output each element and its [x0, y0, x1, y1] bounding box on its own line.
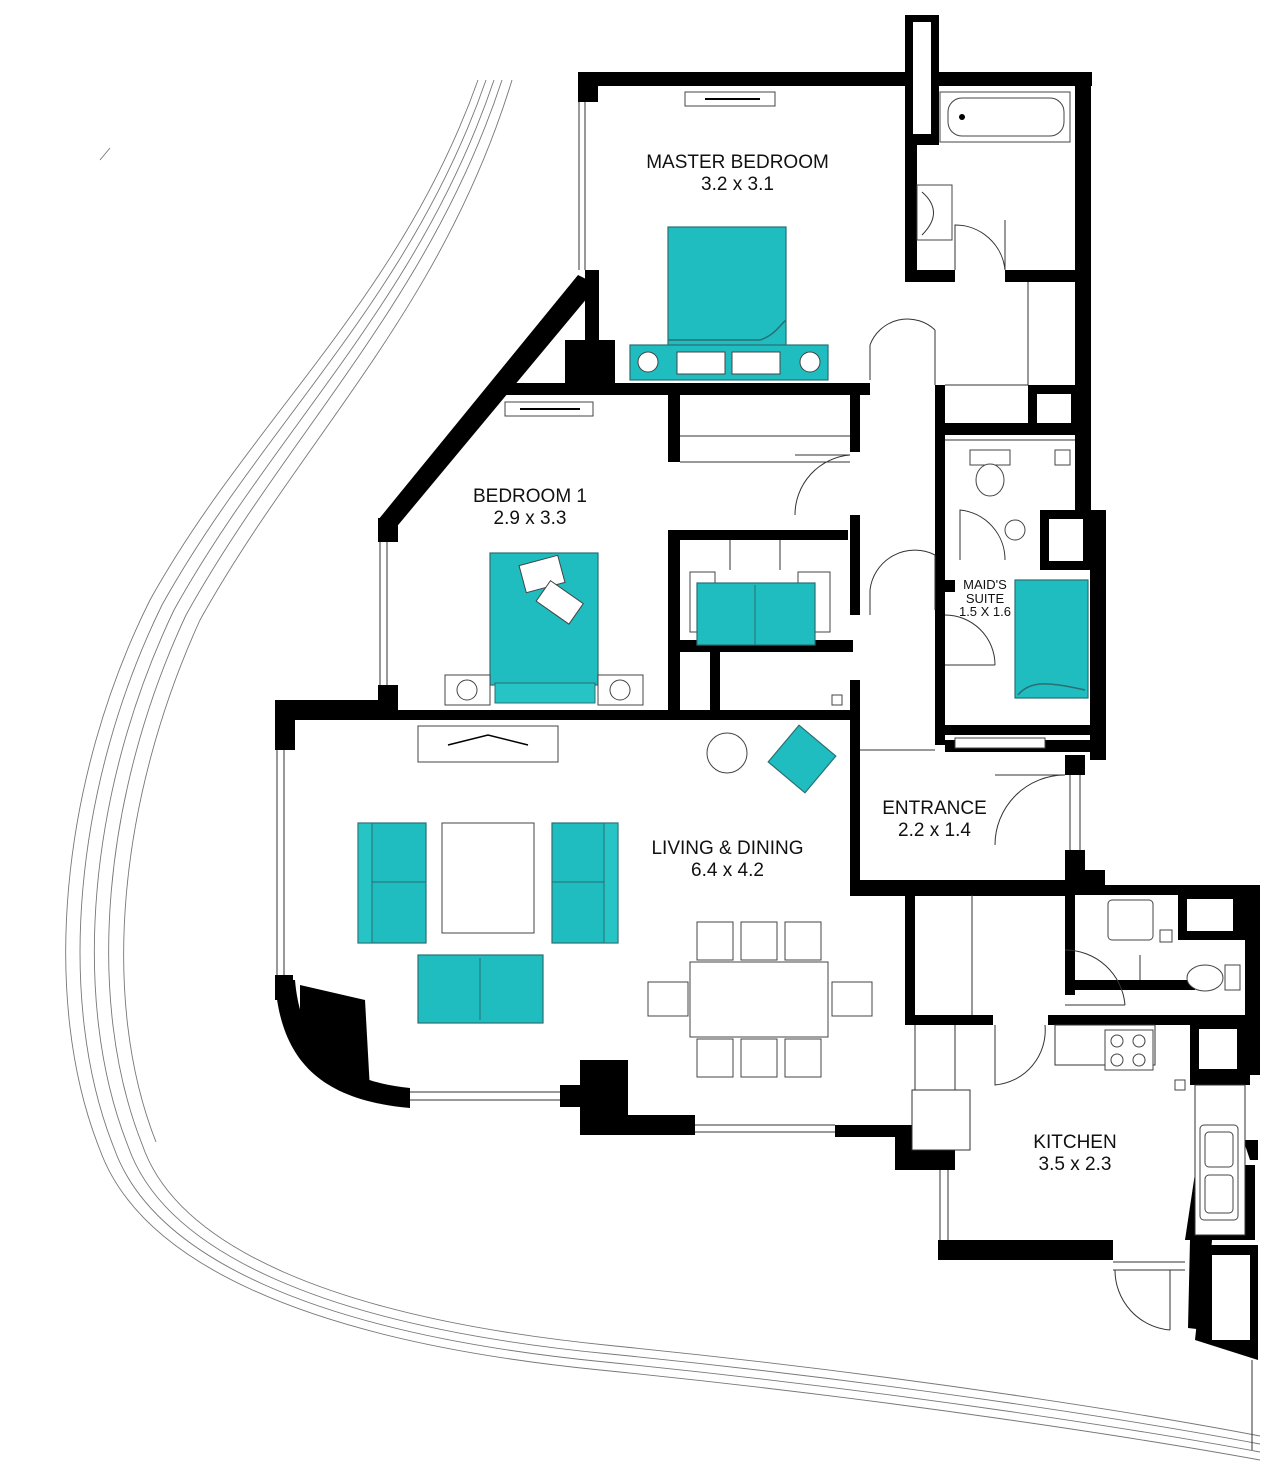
maids-toilet: [969, 449, 1071, 541]
master-wardrobe: [684, 91, 776, 107]
master-bedroom-name: MASTER BEDROOM: [646, 152, 829, 173]
entrance-name: ENTRANCE: [882, 798, 987, 819]
maids-suite-name-line1: MAID'S: [963, 577, 1007, 592]
kitchen-bath-fixtures: [1107, 899, 1241, 992]
lounge-sofa-right: [551, 822, 619, 944]
entrance-dimensions: 2.2 x 1.4: [898, 819, 971, 841]
armchair: [767, 724, 837, 794]
study-sofa: [689, 571, 831, 646]
tv-unit: [417, 725, 559, 763]
kitchen-name: KITCHEN: [1033, 1132, 1117, 1153]
cooktop: [1104, 1029, 1154, 1071]
maids-bed: [954, 579, 1089, 749]
maids-suite-label: MAID'S SUITE 1.5 X 1.6: [950, 578, 1020, 619]
lounge-sofa-bottom: [417, 954, 544, 1024]
kitchen-label: KITCHEN 3.5 x 2.3: [1010, 1132, 1140, 1176]
bedroom-1-dimensions: 2.9 x 3.3: [493, 507, 567, 529]
bedroom-1-name: BEDROOM 1: [472, 486, 588, 507]
living-dining-label: LIVING & DINING 6.4 x 4.2: [640, 838, 815, 882]
entrance-label: ENTRANCE 2.2 x 1.4: [862, 798, 1007, 842]
bedroom-1-label: BEDROOM 1 2.9 x 3.3: [450, 486, 610, 530]
bedroom1-wardrobe: [504, 401, 594, 417]
landscape-contours: [65, 79, 1261, 1461]
bathtub: [939, 91, 1071, 143]
side-table: [706, 732, 748, 774]
maids-suite-name-line2: SUITE: [965, 590, 1005, 606]
master-bedroom-dimensions: 3.2 x 3.1: [701, 173, 774, 195]
living-dining-name: LIVING & DINING: [651, 838, 804, 859]
bedroom1-bed: [444, 552, 644, 706]
windows: [276, 102, 1253, 1450]
kitchen-dimensions: 3.5 x 2.3: [1038, 1153, 1112, 1175]
dining-table: [647, 921, 873, 1078]
maids-suite-dimensions: 1.5 X 1.6: [958, 604, 1012, 620]
master-ensuite-basin: [916, 184, 953, 241]
master-bedroom-label: MASTER BEDROOM 3.2 x 3.1: [620, 152, 855, 196]
living-dining-dimensions: 6.4 x 4.2: [691, 859, 764, 881]
kitchen-sink: [1199, 1124, 1239, 1221]
coffee-table: [441, 822, 535, 934]
master-bed: [629, 226, 829, 381]
lounge-sofa-left: [357, 822, 427, 944]
walls: [275, 15, 1260, 1360]
